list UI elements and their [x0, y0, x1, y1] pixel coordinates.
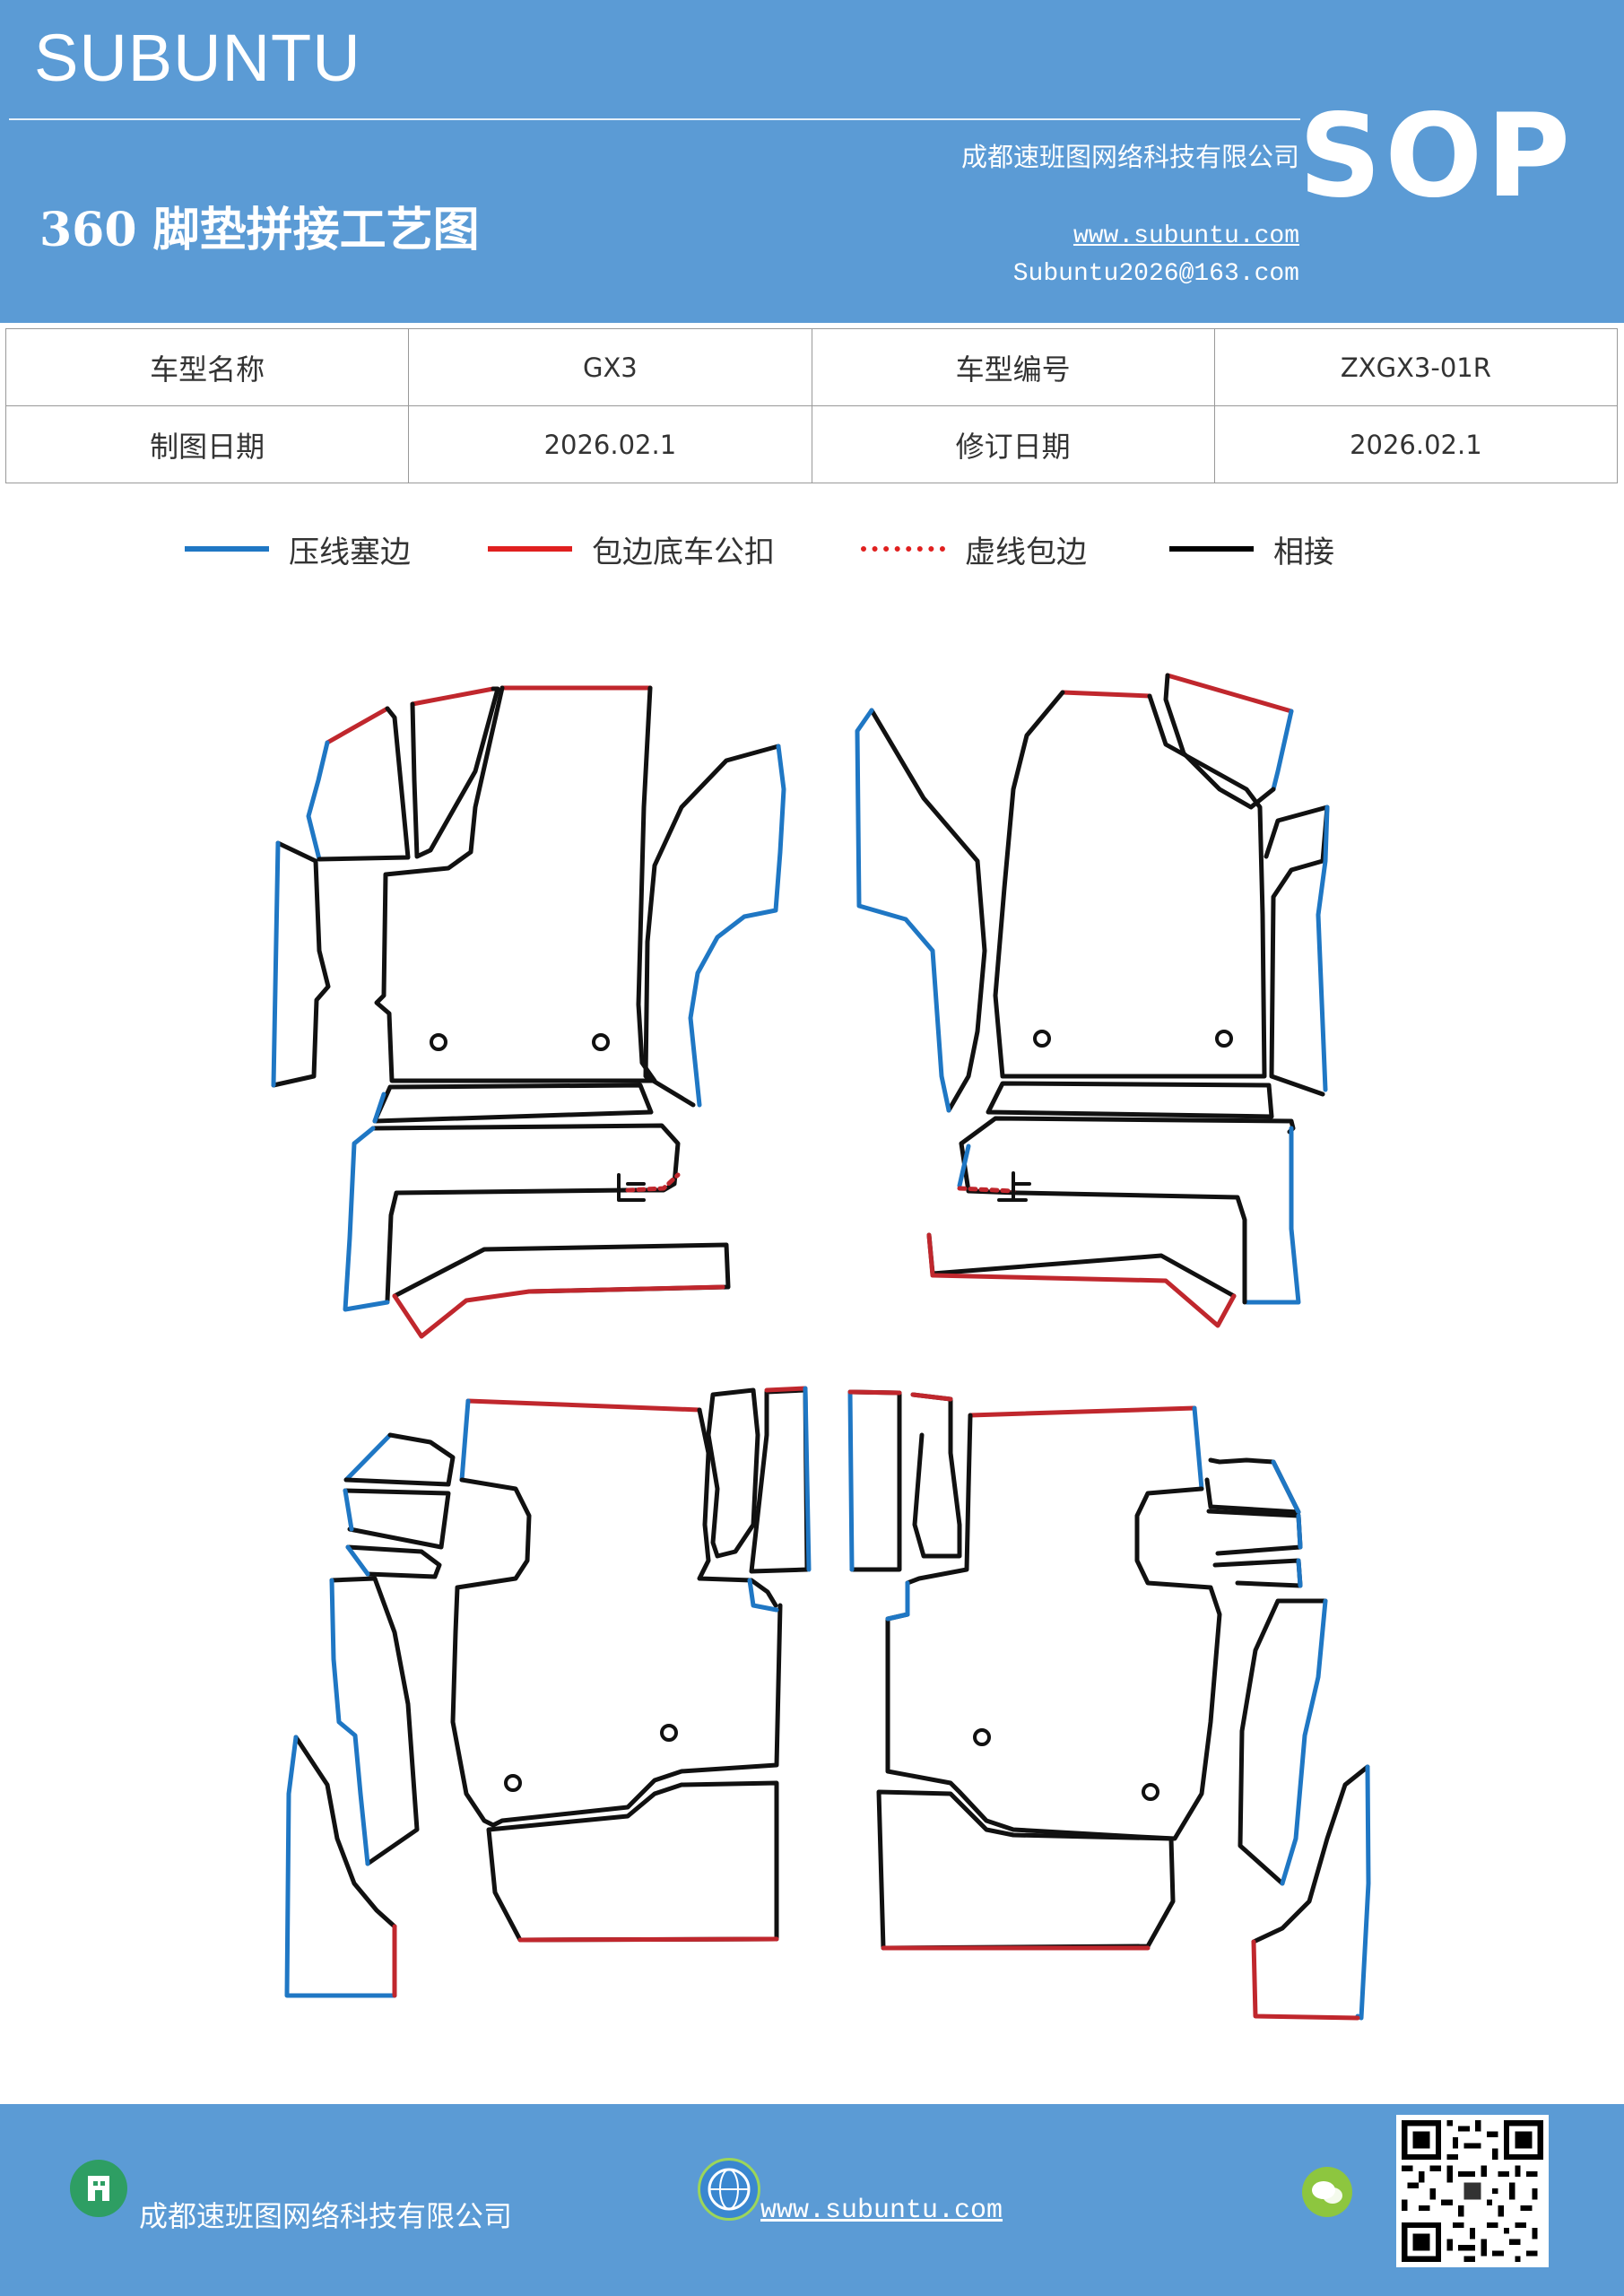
qr-code [1396, 2115, 1549, 2267]
table-row: 车型名称 GX3 车型编号 ZXGX3-01R [4, 328, 1619, 406]
header-divider [9, 118, 1300, 120]
brand-logo-text: SUBUNTU [34, 21, 361, 95]
legend-item-blue: 压线塞边 [185, 522, 411, 576]
legend-item-red: 包边底车公扣 [488, 522, 775, 576]
website-link[interactable]: www.subuntu.com [1073, 222, 1299, 250]
front-right-mat [855, 673, 1330, 1328]
wechat-icon [1312, 2181, 1342, 2204]
footer-banner: 成都速班图网络科技有限公司 www.subuntu.com [0, 2104, 1624, 2296]
globe-icon [708, 2168, 751, 2211]
legend-label: 压线塞边 [289, 534, 411, 570]
qr-code-icon [1402, 2120, 1543, 2262]
rear-right-mat [847, 1389, 1371, 2021]
value-draw-date: 2026.02.1 [408, 405, 812, 483]
globe-icon [698, 2158, 760, 2221]
label-revise-date: 修订日期 [811, 405, 1215, 483]
table-row: 制图日期 2026.02.1 修订日期 2026.02.1 [4, 405, 1619, 483]
footer-website-link[interactable]: www.subuntu.com [760, 2196, 1003, 2226]
label-model-name: 车型名称 [4, 328, 410, 406]
legend-item-black: 相接 [1169, 522, 1334, 576]
building-icon [88, 2176, 109, 2201]
legend-label: 相接 [1273, 534, 1334, 570]
value-model-code: ZXGX3-01R [1213, 328, 1619, 406]
value-revise-date: 2026.02.1 [1213, 405, 1619, 483]
header-banner: SUBUNTU 成都速班图网络科技有限公司 360 脚垫拼接工艺图 www.su… [0, 0, 1624, 323]
building-icon [70, 2160, 127, 2217]
legend-swatch [185, 546, 269, 552]
legend-swatch [861, 546, 945, 552]
label-draw-date: 制图日期 [4, 405, 410, 483]
legend-swatch [1169, 546, 1254, 552]
front-left-mat [271, 685, 786, 1339]
sop-badge: SOP [1298, 90, 1574, 223]
company-name: 成都速班图网络科技有限公司 [960, 142, 1299, 172]
wechat-icon[interactable] [1302, 2167, 1352, 2217]
legend: 压线塞边 包边底车公扣 虚线包边 相接 [0, 522, 1624, 576]
value-model-name: GX3 [408, 328, 812, 406]
email-text: Subuntu2026@163.com [1012, 260, 1299, 288]
vehicle-info-table: 车型名称 GX3 车型编号 ZXGX3-01R 制图日期 2026.02.1 修… [4, 328, 1619, 483]
label-model-code: 车型编号 [811, 328, 1215, 406]
footer-company-name: 成都速班图网络科技有限公司 [139, 2199, 513, 2233]
rear-left-mat [284, 1386, 812, 1998]
legend-swatch [488, 546, 572, 552]
legend-item-red-dashed: 虚线包边 [861, 522, 1087, 576]
legend-label: 包边底车公扣 [592, 534, 775, 570]
legend-label: 虚线包边 [965, 534, 1087, 570]
page-title: 360 脚垫拼接工艺图 [39, 203, 480, 257]
